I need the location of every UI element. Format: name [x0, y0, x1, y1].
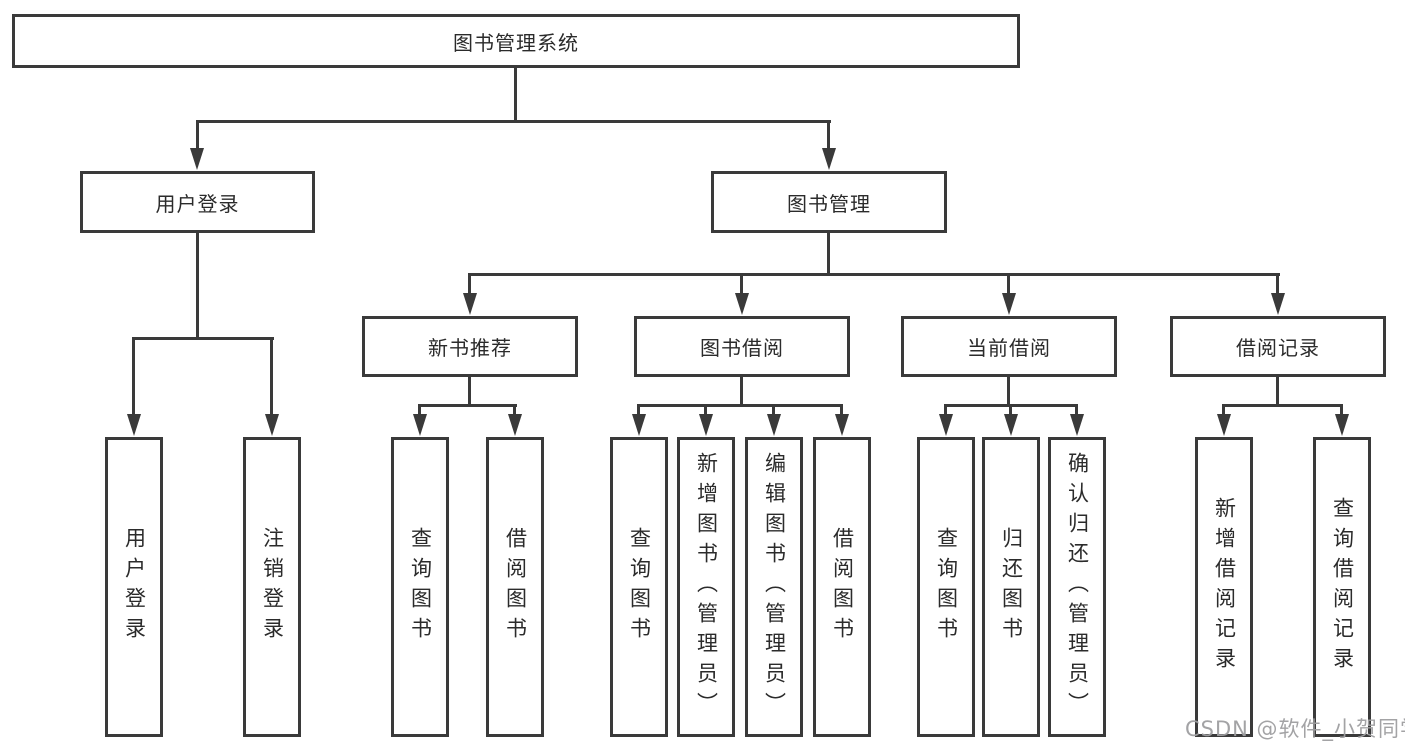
leaf-confirm-return-admin: 确认归还（管理员）: [1048, 437, 1106, 737]
connector-line: [1007, 377, 1010, 405]
arrow-down-icon: [767, 414, 781, 436]
arrow-down-icon: [1070, 414, 1084, 436]
node-root-label: 图书管理系统: [453, 30, 579, 55]
connector-line: [1222, 404, 1343, 407]
leaf-user-login-label: 用户登录: [122, 527, 147, 647]
connector-line: [418, 404, 517, 407]
connector-line: [1276, 377, 1279, 405]
connector-line: [1340, 404, 1343, 416]
watermark: CSDN @软件_小贺同学: [1185, 717, 1405, 741]
leaf-current-query: 查询图书: [917, 437, 975, 737]
node-user-login: 用户登录: [80, 171, 315, 233]
node-new-book: 新书推荐: [362, 316, 578, 377]
arrow-down-icon: [463, 293, 477, 315]
leaf-borrow-book-label: 借阅图书: [830, 527, 855, 647]
connector-line: [1009, 404, 1012, 416]
leaf-add-book-admin-label: 新增图书（管理员）: [694, 452, 719, 722]
leaf-query-record-label: 查询借阅记录: [1330, 497, 1355, 677]
node-current-borrow-label: 当前借阅: [967, 336, 1051, 360]
connector-line: [827, 120, 830, 150]
arrow-down-icon: [127, 414, 141, 436]
node-user-login-label: 用户登录: [155, 191, 240, 216]
node-book-borrow-label: 图书借阅: [700, 336, 784, 360]
leaf-edit-book-admin: 编辑图书（管理员）: [745, 437, 803, 737]
arrow-down-icon: [190, 148, 204, 170]
node-borrow-record-label: 借阅记录: [1236, 336, 1320, 360]
arrow-down-icon: [1335, 414, 1349, 436]
connector-line: [196, 120, 199, 150]
connector-line: [637, 404, 640, 416]
connector-line: [944, 404, 947, 416]
connector-line: [1007, 273, 1010, 295]
leaf-edit-book-admin-label: 编辑图书（管理员）: [762, 452, 787, 722]
leaf-newbook-query: 查询图书: [391, 437, 449, 737]
arrow-down-icon: [1217, 414, 1231, 436]
arrow-down-icon: [1004, 414, 1018, 436]
leaf-current-query-label: 查询图书: [934, 527, 959, 647]
leaf-borrow-book: 借阅图书: [813, 437, 871, 737]
node-current-borrow: 当前借阅: [901, 316, 1117, 377]
leaf-return-book-label: 归还图书: [999, 527, 1024, 647]
node-book-mgmt: 图书管理: [711, 171, 947, 233]
node-book-mgmt-label: 图书管理: [787, 191, 871, 216]
arrow-down-icon: [508, 414, 522, 436]
connector-line: [513, 404, 516, 416]
arrow-down-icon: [735, 293, 749, 315]
leaf-logout: 注销登录: [243, 437, 301, 737]
connector-line: [827, 233, 830, 275]
connector-line: [132, 337, 274, 340]
leaf-query-record: 查询借阅记录: [1313, 437, 1371, 737]
arrow-down-icon: [835, 414, 849, 436]
leaf-add-record: 新增借阅记录: [1195, 437, 1253, 737]
leaf-logout-label: 注销登录: [260, 527, 285, 647]
arrow-down-icon: [265, 414, 279, 436]
connector-line: [637, 404, 843, 407]
leaf-newbook-borrow: 借阅图书: [486, 437, 544, 737]
leaf-newbook-borrow-label: 借阅图书: [503, 527, 528, 647]
node-new-book-label: 新书推荐: [428, 336, 512, 360]
node-book-borrow: 图书借阅: [634, 316, 850, 377]
connector-line: [840, 404, 843, 416]
connector-line: [1222, 404, 1225, 416]
connector-line: [468, 377, 471, 405]
arrow-down-icon: [699, 414, 713, 436]
connector-line: [270, 337, 273, 416]
leaf-confirm-return-admin-label: 确认归还（管理员）: [1065, 452, 1090, 722]
arrow-down-icon: [1271, 293, 1285, 315]
connector-line: [704, 404, 707, 416]
connector-line: [740, 273, 743, 295]
connector-line: [418, 404, 421, 416]
leaf-user-login: 用户登录: [105, 437, 163, 737]
leaf-borrow-query: 查询图书: [610, 437, 668, 737]
connector-line: [132, 337, 135, 416]
node-root: 图书管理系统: [12, 14, 1020, 68]
leaf-borrow-query-label: 查询图书: [627, 527, 652, 647]
connector-line: [772, 404, 775, 416]
arrow-down-icon: [939, 414, 953, 436]
arrow-down-icon: [413, 414, 427, 436]
connector-line: [196, 120, 831, 123]
connector-line: [468, 273, 471, 295]
leaf-newbook-query-label: 查询图书: [408, 527, 433, 647]
leaf-return-book: 归还图书: [982, 437, 1040, 737]
connector-line: [1075, 404, 1078, 416]
leaf-add-record-label: 新增借阅记录: [1212, 497, 1237, 677]
connector-line: [740, 377, 743, 405]
node-borrow-record: 借阅记录: [1170, 316, 1386, 377]
connector-line: [514, 68, 517, 121]
arrow-down-icon: [822, 148, 836, 170]
connector-line: [196, 233, 199, 339]
leaf-add-book-admin: 新增图书（管理员）: [677, 437, 735, 737]
connector-line: [468, 273, 1280, 276]
connector-line: [1276, 273, 1279, 295]
arrow-down-icon: [632, 414, 646, 436]
arrow-down-icon: [1002, 293, 1016, 315]
